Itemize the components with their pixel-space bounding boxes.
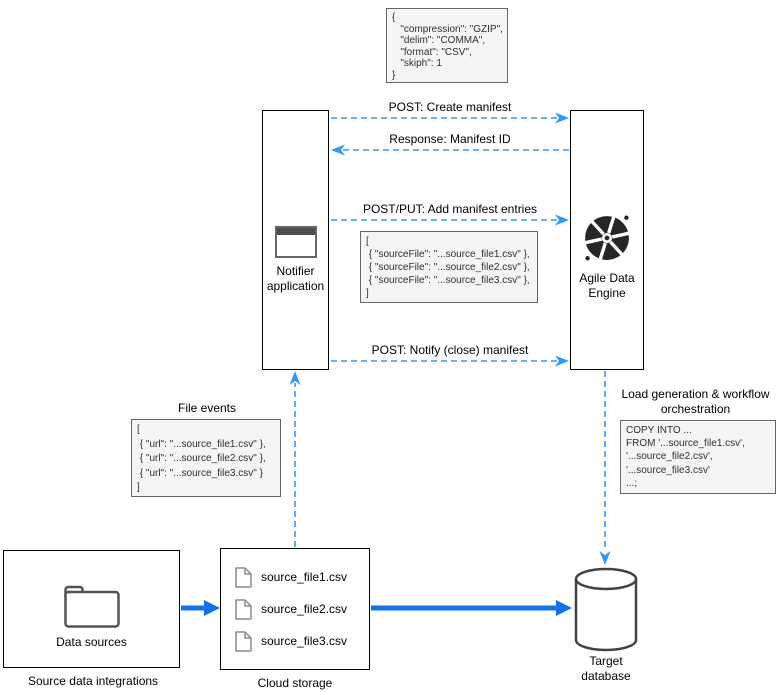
code-line: { "url": "...source_file3.csv" } (137, 467, 263, 479)
msg-add-entries-label: POST/PUT: Add manifest entries (362, 202, 538, 216)
data-sources-label: Data sources (56, 635, 127, 649)
code-line: } (392, 69, 396, 81)
code-line: ] (366, 288, 369, 299)
aperture-icon (584, 215, 630, 261)
code-line: { (392, 12, 396, 23)
arrow-storage-to-db (371, 600, 572, 616)
manifest-config-json-box: { "compression": "GZIP", "delim": "COMMA… (386, 8, 508, 83)
msg-create-manifest-label: POST: Create manifest (388, 100, 512, 114)
code-line: '...source_file3.csv' (626, 464, 710, 476)
file-events-title: File events (177, 401, 237, 415)
notifier-label: Notifier application (266, 264, 325, 293)
agile-data-engine-node: Agile Data Engine (570, 110, 644, 370)
arrow-add-manifest-entries (331, 214, 569, 226)
file-list-item: source_file2.csv (221, 593, 369, 625)
arrow-notify-close-manifest (331, 355, 569, 367)
arrow-file-events-up (289, 371, 301, 547)
file-name: source_file1.csv (261, 570, 348, 584)
code-line: { "url": "...source_file2.csv" }, (137, 453, 266, 464)
code-line: [ (366, 236, 369, 247)
data-sources-node: Data sources (3, 550, 180, 668)
code-line: COPY INTO ... (626, 425, 692, 436)
code-line: [ (137, 424, 140, 435)
copy-into-sql-box: COPY INTO ... FROM '...source_file1.csv'… (620, 420, 776, 494)
cloud-storage-node: source_file1.csv source_file2.csv source… (220, 548, 370, 670)
target-database-caption: Target database (581, 654, 631, 683)
folder-icon (63, 585, 120, 628)
file-name: source_file3.csv (261, 634, 348, 648)
file-icon (235, 630, 252, 652)
msg-response-manifest-label: Response: Manifest ID (389, 132, 511, 146)
window-app-icon (274, 226, 317, 258)
file-list-item: source_file3.csv (221, 625, 369, 657)
database-cylinder-icon (574, 567, 638, 652)
cloud-storage-caption: Cloud storage (257, 676, 333, 690)
file-list-item: source_file1.csv (221, 561, 369, 593)
manifest-entries-json-box: [ { "sourceFile": "...source_file1.csv" … (360, 231, 538, 303)
arrow-load-down (599, 371, 611, 565)
code-line: "delim": "COMMA", (392, 35, 486, 46)
ade-label: Agile Data Engine (579, 271, 635, 300)
code-line: { "sourceFile": "...source_file2.csv" }, (366, 262, 530, 273)
file-icon (235, 566, 252, 588)
code-line: "compression": "GZIP", (392, 23, 503, 35)
notifier-application-node: Notifier application (262, 110, 329, 370)
code-line: "skiph": 1 (392, 58, 442, 69)
source-data-integrations-caption: Source data integrations (27, 674, 159, 688)
msg-notify-close-label: POST: Notify (close) manifest (371, 343, 529, 357)
code-line: { "url": "...source_file1.csv" }, (137, 438, 266, 450)
arrow-sources-to-storage (181, 600, 220, 616)
code-line: { "sourceFile": "...source_file1.csv" }, (366, 249, 530, 260)
arrow-post-create-manifest (331, 112, 569, 124)
arrow-response-manifest-id (331, 144, 569, 156)
code-line: "format": "CSV", (392, 46, 472, 58)
file-icon (235, 598, 252, 620)
code-line: ...; (626, 477, 638, 489)
code-line: { "sourceFile": "...source_file3.csv" }, (366, 275, 530, 286)
file-events-json-box: [ { "url": "...source_file1.csv" }, { "u… (131, 419, 281, 497)
file-name: source_file2.csv (261, 602, 348, 616)
load-generation-title: Load generation & workflow orchestration (621, 387, 770, 416)
code-line: '...source_file2.csv', (626, 451, 713, 463)
code-line: ] (137, 482, 140, 493)
code-line: FROM '...source_file1.csv', (626, 438, 745, 450)
